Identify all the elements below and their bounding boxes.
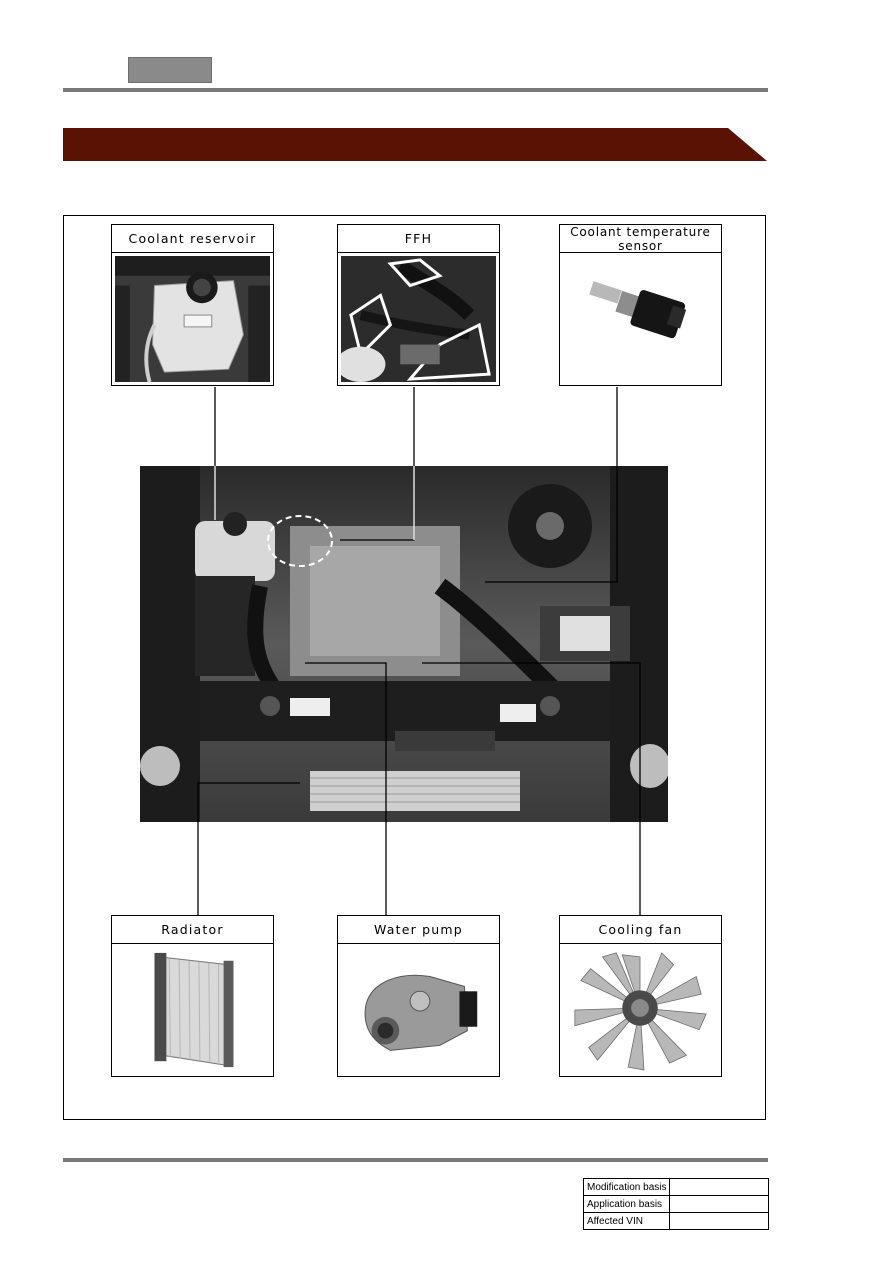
radiator-photo bbox=[115, 947, 270, 1073]
revision-label: Application basis bbox=[582, 1195, 671, 1213]
revision-table: Modification basis Application basis Aff… bbox=[582, 1178, 769, 1230]
callout-coolant-reservoir: Coolant reservoir bbox=[111, 224, 274, 386]
revision-label: Affected VIN bbox=[582, 1212, 671, 1230]
component-diagram-frame bbox=[63, 215, 766, 1120]
callout-cooling-fan: Cooling fan bbox=[559, 915, 722, 1077]
coolant-temperature-sensor-photo bbox=[563, 256, 718, 382]
revision-value bbox=[669, 1195, 769, 1213]
callout-label: Coolant temperature sensor bbox=[560, 225, 721, 253]
callout-label: Water pump bbox=[338, 916, 499, 944]
table-row: Affected VIN bbox=[582, 1212, 769, 1230]
table-row: Application basis bbox=[582, 1195, 769, 1213]
table-row: Modification basis bbox=[582, 1178, 769, 1196]
header-section-tab bbox=[128, 57, 212, 83]
title-banner bbox=[63, 128, 767, 161]
water-pump-photo bbox=[341, 947, 496, 1073]
callout-coolant-temperature-sensor: Coolant temperature sensor bbox=[559, 224, 722, 386]
footer-rule bbox=[63, 1158, 768, 1162]
revision-value bbox=[669, 1212, 769, 1230]
cooling-fan-photo bbox=[563, 947, 718, 1073]
revision-label: Modification basis bbox=[582, 1178, 671, 1196]
ffh-photo bbox=[341, 256, 496, 382]
callout-water-pump: Water pump bbox=[337, 915, 500, 1077]
callout-radiator: Radiator bbox=[111, 915, 274, 1077]
callout-label: Radiator bbox=[112, 916, 273, 944]
header-rule bbox=[63, 88, 768, 92]
callout-label: Cooling fan bbox=[560, 916, 721, 944]
engine-bay-photo bbox=[140, 466, 668, 822]
callout-ffh: FFH bbox=[337, 224, 500, 386]
callout-label: Coolant reservoir bbox=[112, 225, 273, 253]
callout-label: FFH bbox=[338, 225, 499, 253]
revision-value bbox=[669, 1178, 769, 1196]
coolant-reservoir-photo bbox=[115, 256, 270, 382]
